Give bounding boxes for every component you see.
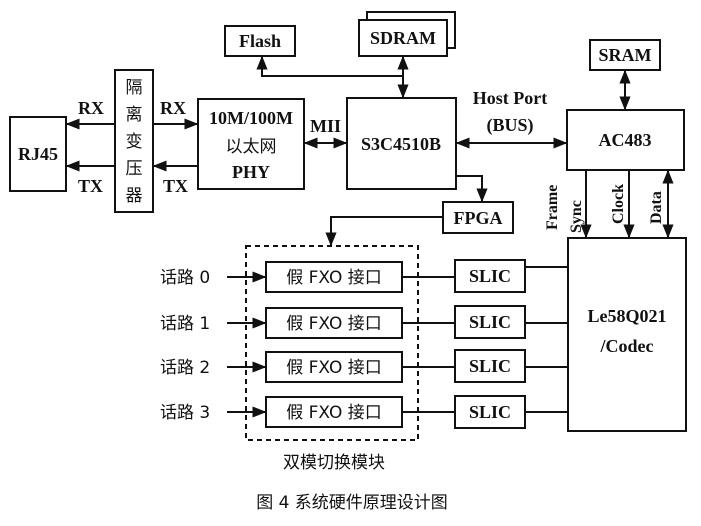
bus-label: (BUS) xyxy=(486,115,533,136)
channel-row-2: 话路 2 假 FXO 接口 SLIC xyxy=(160,349,526,383)
transformer-char-5: 器 xyxy=(126,186,143,206)
cpu-block: S3C4510B xyxy=(346,97,457,190)
slic-label: SLIC xyxy=(469,402,511,422)
codec-label-2: /Codec xyxy=(600,336,654,356)
slic-label: SLIC xyxy=(469,266,511,286)
mii-label: MII xyxy=(310,116,341,136)
fxo-interface-label: 假 FXO 接口 xyxy=(286,268,382,288)
rx-label-left: RX xyxy=(78,98,104,118)
slic-label: SLIC xyxy=(469,356,511,376)
ethernet-phy-block: 10M/100M 以太网 PHY xyxy=(197,98,305,190)
codec-block: Le58Q021 /Codec xyxy=(567,237,687,432)
channel-label: 话路 2 xyxy=(160,358,210,378)
slic-label: SLIC xyxy=(469,312,511,332)
transformer-char-3: 变 xyxy=(126,132,143,152)
isolation-transformer-block: 隔 离 变 压 器 xyxy=(114,69,154,213)
ac483-block: AC483 xyxy=(566,109,685,171)
channel-label: 话路 1 xyxy=(160,314,210,334)
clock-label: Clock xyxy=(610,184,627,224)
rj45-block: RJ45 xyxy=(9,116,67,192)
frame-label: Frame xyxy=(544,185,561,230)
channel-label: 话路 0 xyxy=(160,268,210,288)
module-label: 双模切换模块 xyxy=(283,453,385,473)
flash-bus xyxy=(256,55,403,77)
codec-label-1: Le58Q021 xyxy=(588,306,667,326)
fxo-interface-label: 假 FXO 接口 xyxy=(286,403,382,423)
channel-row-1: 话路 1 假 FXO 接口 SLIC xyxy=(160,305,526,339)
flash-label: Flash xyxy=(239,31,281,51)
phy-label-3: PHY xyxy=(232,162,270,182)
fpga-label: FPGA xyxy=(454,208,503,228)
sdram-block: SDRAM xyxy=(358,11,456,57)
figure-caption: 图 4 系统硬件原理设计图 xyxy=(256,493,448,513)
sdram-label: SDRAM xyxy=(370,28,436,48)
sram-block: SRAM xyxy=(589,39,661,71)
transformer-char-4: 压 xyxy=(126,159,143,179)
sync-label: Sync xyxy=(568,200,585,233)
fxo-interface-label: 假 FXO 接口 xyxy=(286,358,382,378)
cpu-label: S3C4510B xyxy=(361,134,441,154)
host-port-label: Host Port xyxy=(473,88,547,108)
fxo-interface-label: 假 FXO 接口 xyxy=(286,314,382,334)
data-label: Data xyxy=(648,191,665,224)
phy-label-1: 10M/100M xyxy=(209,108,293,128)
fpga-block: FPGA xyxy=(442,201,514,234)
rx-label-right: RX xyxy=(160,98,186,118)
cpu-fpga-link xyxy=(456,175,488,203)
channel-row-3: 话路 3 假 FXO 接口 SLIC xyxy=(160,395,526,429)
phy-label-2: 以太网 xyxy=(226,137,277,157)
rj45-label: RJ45 xyxy=(18,144,58,164)
transformer-char-2: 离 xyxy=(126,105,143,125)
channel-row-0: 话路 0 假 FXO 接口 SLIC xyxy=(160,259,526,293)
sram-label: SRAM xyxy=(599,45,652,65)
flash-block: Flash xyxy=(224,25,296,57)
channel-label: 话路 3 xyxy=(160,403,210,423)
tx-label-left: TX xyxy=(78,176,103,196)
ac483-label: AC483 xyxy=(599,130,652,150)
tx-label-right: TX xyxy=(163,176,188,196)
connections xyxy=(65,55,674,418)
fpga-module-link xyxy=(325,216,443,247)
transformer-char-1: 隔 xyxy=(126,78,143,98)
